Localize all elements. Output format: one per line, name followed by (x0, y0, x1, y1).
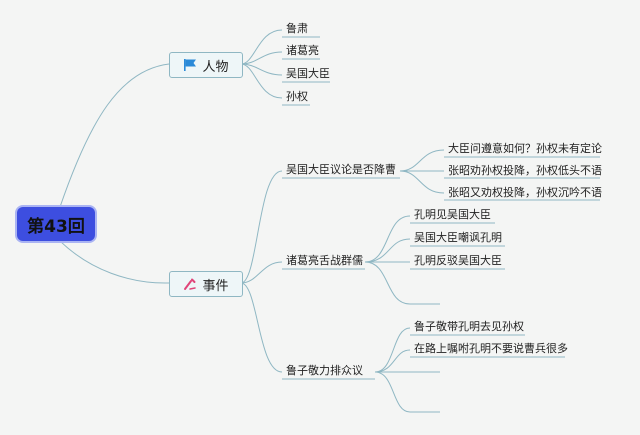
connector (364, 215, 411, 263)
event-detail[interactable]: 孔明见吴国大臣 (414, 208, 491, 221)
connector (374, 327, 411, 373)
connector (399, 170, 445, 194)
branch-characters[interactable]: 人物 (169, 52, 243, 78)
event-detail[interactable]: 大臣问遵意如何？孙权未有定论 (448, 142, 602, 155)
character-item[interactable]: 诸葛亮 (286, 44, 319, 57)
pen-icon (183, 277, 197, 291)
connector (240, 63, 283, 99)
connector (59, 63, 170, 208)
connector (240, 261, 283, 284)
connector (374, 371, 411, 413)
event-detail[interactable]: 鲁子敬带孔明去见孙权 (414, 320, 524, 333)
branch-events[interactable]: 事件 (169, 271, 243, 297)
event-detail[interactable]: 孔明反驳吴国大臣 (414, 254, 502, 267)
character-item[interactable]: 鲁肃 (286, 22, 308, 35)
flag-icon (183, 58, 197, 72)
event-detail[interactable]: 张昭又劝权投降，孙权沉吟不语 (448, 186, 602, 199)
event-group[interactable]: 诸葛亮舌战群儒 (286, 254, 363, 267)
connector (59, 240, 170, 284)
connector (240, 63, 283, 76)
connector (240, 51, 283, 65)
character-item[interactable]: 吴国大臣 (286, 67, 330, 80)
root-label: 第43回 (27, 216, 85, 237)
connector (364, 261, 411, 305)
connector (364, 238, 411, 263)
event-detail[interactable]: 吴国大臣嘲讽孔明 (414, 231, 502, 244)
event-group[interactable]: 鲁子敬力排众议 (286, 364, 363, 377)
character-item[interactable]: 孙权 (286, 90, 308, 103)
branch-events-label: 事件 (202, 278, 229, 294)
connector (240, 170, 283, 284)
event-group[interactable]: 吴国大臣议论是否降曹 (286, 163, 396, 176)
connector (399, 149, 445, 172)
connector (240, 29, 283, 65)
root-node[interactable]: 第43回 (17, 207, 95, 241)
event-detail[interactable]: 在路上嘱咐孔明不要说曹兵很多 (414, 342, 568, 355)
branch-characters-label: 人物 (202, 59, 229, 75)
connector (240, 282, 283, 373)
connector (374, 349, 411, 373)
event-detail[interactable]: 张昭劝孙权投降，孙权低头不语 (448, 164, 602, 177)
